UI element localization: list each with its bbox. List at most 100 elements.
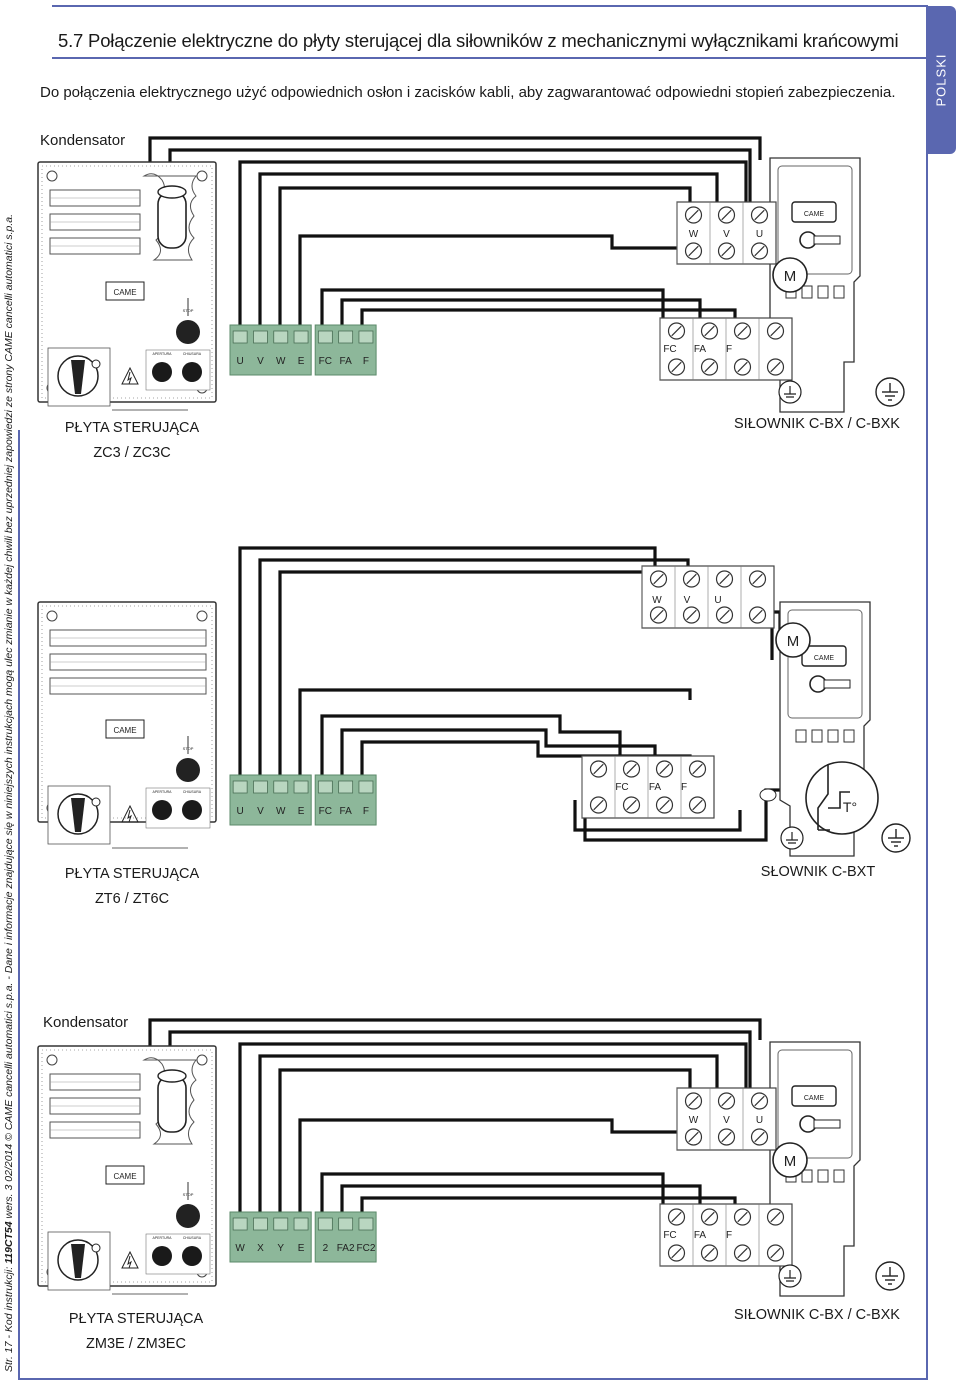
terminal-screw	[622, 796, 641, 814]
open-button-label: APERTURA	[153, 352, 173, 356]
terminal-label: W	[276, 356, 286, 367]
terminal-screw	[733, 322, 752, 340]
wire	[745, 624, 774, 660]
terminal-screw-slot	[253, 780, 268, 794]
frame-bottom-line	[18, 1378, 928, 1380]
stop-label: STOP	[183, 746, 194, 751]
terminal-screw	[622, 760, 641, 778]
terminal-screw-slot	[253, 330, 268, 344]
terminal-screw	[589, 760, 608, 778]
terminal-screw	[655, 760, 674, 778]
language-tab[interactable]: POLSKI	[926, 6, 956, 154]
terminal-screw	[655, 796, 674, 814]
stop-button	[176, 1204, 200, 1228]
terminal-screw-slot	[317, 330, 333, 344]
terminal-label: V	[257, 806, 264, 817]
terminal-screw-slot	[273, 330, 289, 344]
strip-label: V	[723, 1115, 730, 1126]
open-button	[152, 362, 172, 382]
terminal-label: FC2	[356, 1243, 375, 1254]
capacitor-label-3: Kondensator	[43, 1014, 129, 1031]
terminal-screw	[684, 1128, 703, 1146]
came-plate	[791, 1085, 837, 1107]
terminal-label: F	[363, 356, 369, 367]
cable-gland	[833, 285, 845, 299]
limit-label: FC	[663, 344, 676, 355]
wire	[238, 160, 748, 325]
motor-letter: M	[787, 633, 800, 650]
motor-label-2: SŁOWNIK C-BXT	[760, 864, 876, 880]
info-icon	[91, 797, 101, 807]
terminal-label: U	[237, 806, 244, 817]
cable-gland	[817, 285, 829, 299]
open-button-label: APERTURA	[153, 790, 173, 794]
terminal-screw-slot	[317, 1217, 333, 1231]
earth-screw-icon	[778, 380, 802, 404]
terminal-label: V	[257, 356, 264, 367]
wire	[340, 1184, 702, 1212]
terminal-screw-slot	[232, 1217, 248, 1231]
terminal-screw	[667, 1244, 686, 1262]
info-icon	[91, 359, 101, 369]
terminal-screw	[667, 322, 686, 340]
terminal-screw	[750, 1128, 769, 1146]
terminal-label: X	[257, 1243, 264, 1254]
terminal-screw-slot	[232, 330, 248, 344]
came-plate	[791, 201, 837, 223]
wire	[258, 172, 719, 325]
open-button-label: APERTURA	[153, 1236, 173, 1240]
terminal-screw	[700, 1208, 719, 1226]
close-button-label: CHIUSURA	[183, 790, 202, 794]
hazard-icon	[121, 1250, 139, 1269]
motor-label-1: SIŁOWNIK C-BX / C-BXK	[734, 416, 900, 432]
terminal-label: U	[237, 356, 244, 367]
title-underline	[52, 57, 926, 59]
terminal-screw-slot	[232, 780, 248, 794]
terminal-screw	[649, 606, 668, 624]
terminal-screw-slot	[273, 780, 289, 794]
terminal-screw	[766, 1244, 785, 1262]
terminal-label: E	[298, 1243, 305, 1254]
frame-right-line	[926, 5, 928, 1380]
came-plate-text: CAME	[804, 1095, 825, 1102]
terminal-screw	[649, 570, 668, 588]
stop-button	[176, 320, 200, 344]
terminal-screw	[667, 1208, 686, 1226]
came-logo-text: CAME	[113, 726, 136, 735]
ground-icon	[875, 377, 905, 407]
terminal-screw	[733, 1244, 752, 1262]
capacitor	[157, 191, 187, 249]
terminal-label: FC	[319, 806, 332, 817]
terminal-label: 2	[323, 1243, 329, 1254]
came-logo	[105, 281, 145, 301]
control-board: CAME STOP APERTURA CHIUSURA	[37, 601, 217, 849]
limit-label: F	[726, 1230, 732, 1241]
terminal-screw	[715, 606, 734, 624]
earth-screw-icon	[778, 1264, 802, 1288]
terminal-label: Y	[277, 1243, 284, 1254]
wire	[238, 1042, 748, 1212]
limit-label: F	[726, 344, 732, 355]
limit-label: FA	[649, 782, 662, 793]
limit-label: F	[681, 782, 687, 793]
terminal-label: FC	[319, 356, 332, 367]
terminal-screw	[766, 322, 785, 340]
strip-label: V	[723, 229, 730, 240]
wire	[298, 234, 696, 325]
open-button	[152, 1246, 172, 1266]
capacitor-label-1: Kondensator	[40, 132, 126, 149]
cable-gland	[833, 1169, 845, 1183]
terminal-screw-slot	[338, 780, 354, 794]
terminal-screw	[684, 206, 703, 224]
section-title: 5.7 Połączenie elektryczne do płyty ster…	[58, 30, 899, 51]
terminal-screw	[684, 242, 703, 260]
motor-symbol: M	[775, 622, 811, 658]
motor-symbol: M	[772, 1142, 808, 1178]
motor-label-3: SIŁOWNIK C-BX / C-BXK	[734, 1307, 900, 1323]
